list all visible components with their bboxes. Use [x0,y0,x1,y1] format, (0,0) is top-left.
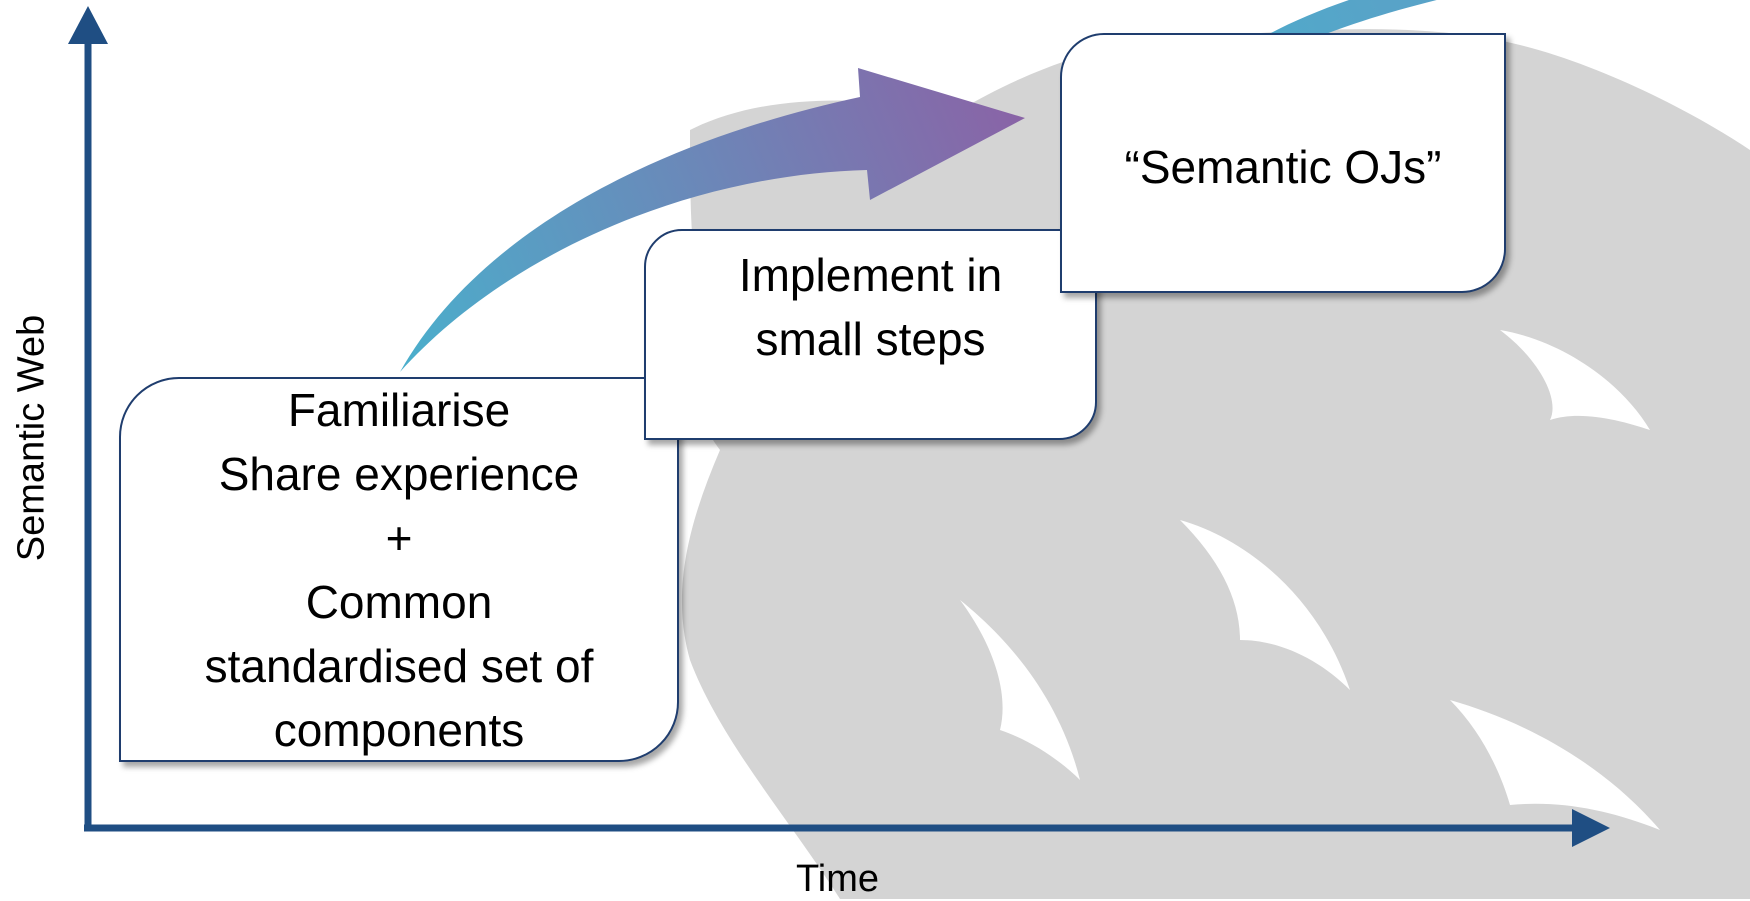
x-axis-arrowhead [1572,809,1610,847]
share-experience-line: Share experience [218,447,580,500]
axes [68,6,1610,847]
semantic-ojs-line: “Semantic OJs” [1124,141,1442,193]
components-line: components [273,703,525,756]
semantic-ojs-box: “Semantic OJs” [1060,33,1506,293]
implement-line: Implement in [738,249,1003,301]
familiarise-box: Familiarise Share experience + Common st… [119,377,679,762]
small-steps-line: small steps [755,313,986,365]
x-axis-label: Time [796,858,880,900]
standardised-set-line: standardised set of [204,639,594,692]
y-axis-label: Semantic Web [10,314,53,562]
common-line: Common [305,575,493,628]
familiarise-line: Familiarise [287,383,511,436]
y-axis-arrowhead [68,6,108,44]
progress-arrow-1 [400,68,1025,372]
progress-arrow-2 [1178,0,1437,112]
implement-box: Implement in small steps [644,229,1097,440]
plus-line: + [385,511,413,564]
